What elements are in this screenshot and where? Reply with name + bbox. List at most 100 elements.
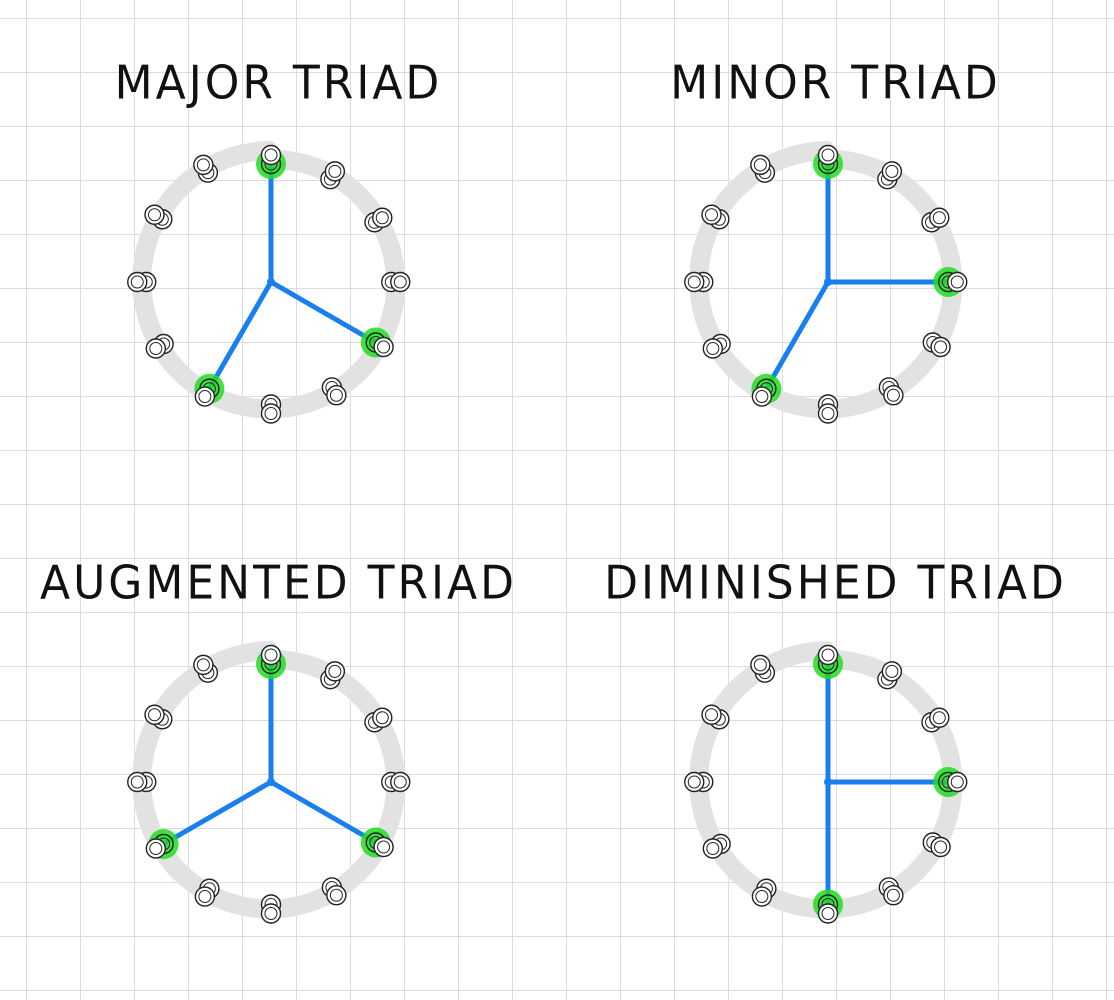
note-marker [326,885,347,906]
note-marker-inner [950,275,964,289]
note-marker [193,654,214,676]
note-marker [929,707,950,728]
note-marker [260,403,282,424]
note-marker-inner [329,388,343,402]
note-marker-inner [705,208,719,222]
note-marker [260,144,282,166]
note-backdrop [818,903,838,924]
note-marker [372,207,393,228]
note-marker-inner [932,711,946,725]
note-marker-inner [934,340,948,354]
note-marker-inner [687,275,701,289]
note-marker-inner [198,890,212,904]
note-marker-inner [130,775,144,789]
diagram-title: MINOR TRIAD [670,56,1001,111]
note-marker [883,385,904,406]
note-backdrop [324,161,345,182]
center-dot [267,278,275,286]
note-marker-inner [885,164,899,178]
chord-line [268,279,379,345]
note-marker [324,161,346,182]
note-backdrop [145,838,166,859]
center-dot [824,278,832,286]
note-marker [145,338,167,359]
note-backdrop [373,837,394,857]
center-dot [824,778,832,786]
note-marker-inner [706,842,720,855]
chord-line [268,779,379,845]
note-marker [881,161,903,182]
note-backdrop [261,903,281,924]
note-marker [684,771,705,793]
note-marker [372,707,393,728]
note-backdrop [701,204,722,225]
note-marker [127,271,148,293]
note-marker-inner [393,275,407,289]
note-backdrop [684,772,705,792]
note-marker-inner [934,840,948,854]
note-marker-inner [755,390,769,404]
note-marker-inner [375,711,389,725]
note-marker-inner [932,211,946,225]
note-marker [817,903,839,924]
note-marker [883,885,904,906]
note-backdrop [702,838,723,859]
note-marker [193,154,214,176]
note-backdrop [947,272,968,292]
note-marker-inner [196,658,210,672]
note-marker [751,886,773,907]
note-backdrop [881,661,902,682]
note-backdrop [193,654,214,675]
note-marker-inner [264,648,278,662]
diagram-panel-minor: MINOR TRIAD [557,0,1114,500]
note-marker-inner [264,148,278,162]
note-backdrop [372,707,393,728]
note-wheel [127,641,411,924]
note-marker-inner [377,840,391,854]
note-backdrop [324,661,345,682]
note-marker [750,154,771,176]
diagram-title: MAJOR TRIAD [114,56,443,111]
note-marker [701,204,722,225]
note-backdrop [127,272,148,292]
note-marker-inner [821,907,835,920]
note-backdrop [818,645,838,665]
note-marker-inner [148,208,162,222]
note-marker-inner [329,888,343,902]
note-marker [194,386,216,407]
note-backdrop [702,338,723,359]
chord-line [161,779,274,847]
note-backdrop [818,403,838,424]
note-backdrop [145,338,166,359]
note-marker [373,336,394,358]
note-marker-inner [821,148,835,162]
note-backdrop [929,207,950,228]
note-marker [324,661,346,682]
note-marker [702,838,724,859]
note-backdrop [194,386,215,407]
note-backdrop [947,772,968,792]
note-backdrop [750,154,771,175]
center-dot [267,778,275,786]
note-marker [144,704,165,725]
note-marker [750,654,771,676]
note-backdrop [684,272,705,292]
note-marker-inner [149,342,163,355]
note-marker [701,704,722,725]
note-backdrop [261,145,281,165]
note-backdrop [930,837,951,857]
note-marker-inner [393,775,407,789]
note-marker-inner [264,907,278,920]
note-marker [817,644,839,666]
note-marker-inner [149,842,163,855]
note-marker-inner [886,888,900,902]
note-backdrop [929,707,950,728]
note-marker-inner [753,658,767,672]
note-marker-inner [328,164,342,178]
note-marker [930,836,951,858]
note-backdrop [194,886,215,907]
note-marker-inner [705,708,719,722]
note-marker [390,771,411,793]
note-backdrop [326,885,347,906]
note-backdrop [372,207,393,228]
